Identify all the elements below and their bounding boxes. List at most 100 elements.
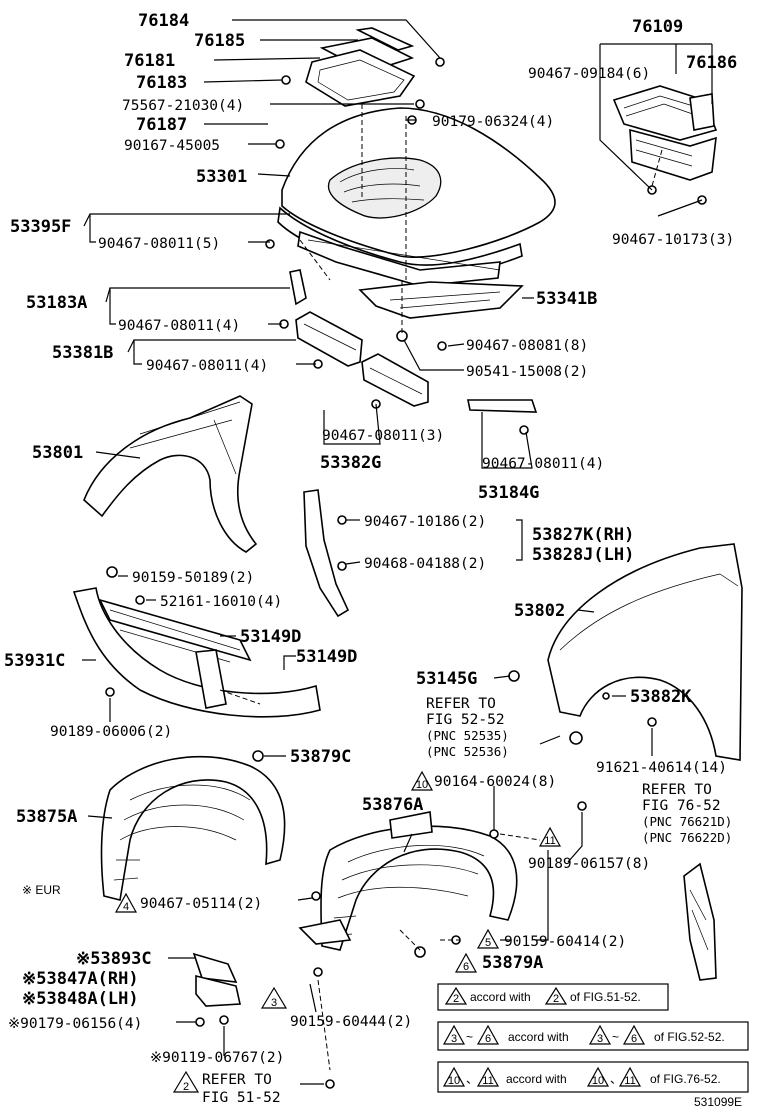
label-90467-08011-4c: 90467-08011(4) [482, 456, 604, 472]
svg-text:11: 11 [544, 835, 555, 847]
label-90159-60444: 90159-60444(2) [290, 1014, 412, 1030]
note1-accord: accord with [470, 990, 531, 1004]
note2-accord: accord with [508, 1030, 569, 1044]
label-90467-08011-5: 90467-08011(5) [98, 236, 220, 252]
label-90541: 90541-15008(2) [466, 364, 588, 380]
label-90179-06324: 90179-06324(4) [432, 114, 554, 130]
triangle-2-marker: 2 [172, 1070, 200, 1093]
svg-text:2: 2 [553, 993, 559, 1005]
label-53931c: 53931C [4, 651, 65, 671]
label-90189-06006: 90189-06006(2) [50, 724, 172, 740]
svg-text:2: 2 [183, 1081, 189, 1093]
side-seal-53827k [303, 489, 350, 618]
label-53341b: 53341B [536, 289, 597, 309]
svg-text:6: 6 [485, 1033, 491, 1045]
note3-sep2: 、 [610, 1072, 622, 1086]
label-75567: 75567-21030(4) [122, 98, 244, 114]
triangle-4-marker: 4 [114, 892, 138, 913]
note3-accord: accord with [506, 1072, 567, 1086]
label-53828j: 53828J(LH) [532, 545, 634, 565]
label-90467-10186: 90467-10186(2) [364, 514, 486, 530]
hood-front-guard [297, 230, 524, 319]
label-53801: 53801 [32, 443, 83, 463]
refer1-line3: (PNC 52535) [426, 728, 509, 743]
label-53848a: ※53848A(LH) [22, 989, 139, 1009]
label-90467-08011-4b: 90467-08011(4) [146, 358, 268, 374]
refer1-line1: REFER TO [426, 696, 496, 712]
label-53882k: 53882K [630, 687, 692, 707]
label-90164: 90164-60024(8) [434, 774, 556, 790]
bracket-53847a [192, 952, 241, 1007]
fasteners [105, 57, 707, 1089]
label-53802: 53802 [514, 601, 565, 621]
liner-53875a [100, 755, 286, 901]
label-53827k: 53827K(RH) [532, 525, 634, 545]
label-90468: 90468-04188(2) [364, 556, 486, 572]
label-53395f: 53395F [10, 217, 71, 237]
svg-text:11: 11 [482, 1075, 493, 1087]
svg-text:4: 4 [123, 901, 129, 913]
fender-right-53802 [547, 543, 743, 761]
label-90119: ※90119-06767(2) [150, 1050, 284, 1066]
note2-fig: of FIG.52-52. [654, 1030, 725, 1044]
label-76183: 76183 [136, 73, 187, 93]
svg-text:5: 5 [485, 937, 491, 949]
refer1-line4: (PNC 52536) [426, 744, 509, 759]
label-76184: 76184 [138, 11, 189, 31]
label-90467-08011-4a: 90467-08011(4) [118, 318, 240, 334]
refer3-line1: REFER TO [202, 1072, 272, 1088]
note3-fig: of FIG.76-52. [650, 1072, 721, 1086]
note3-sep: 、 [466, 1072, 478, 1086]
label-76109: 76109 [632, 17, 683, 37]
label-53301: 53301 [196, 167, 247, 187]
bumper-53931c [72, 587, 321, 718]
label-53149d-b: 53149D [296, 647, 357, 667]
strip-53382g [361, 353, 429, 407]
label-53184g: 53184G [478, 483, 539, 503]
refer2-line3: (PNC 76621D) [642, 814, 732, 829]
label-53183a: 53183A [26, 293, 87, 313]
strip-53381b [295, 311, 363, 367]
label-90467-10173: 90467-10173(3) [612, 232, 734, 248]
svg-text:10: 10 [592, 1075, 604, 1087]
refer1-line2: FIG 52-52 [426, 712, 505, 728]
triangle-markers: 10 11 4 5 6 3 2 [114, 770, 562, 1093]
triangle-11-marker: 11 [538, 826, 562, 847]
label-90467-08081: 90467-08081(8) [466, 338, 588, 354]
svg-text:10: 10 [416, 779, 428, 791]
label-53876a: 53876A [362, 795, 423, 815]
svg-text:11: 11 [624, 1075, 635, 1087]
label-76186: 76186 [686, 53, 737, 73]
label-90189-06157: 90189-06157(8) [528, 856, 650, 872]
note2-sep2: ~ [612, 1030, 619, 1044]
figure-id: 531099E [694, 1095, 742, 1109]
fender-left-53801 [83, 395, 258, 553]
label-53149d-a: 53149D [240, 627, 301, 647]
svg-text:6: 6 [631, 1033, 637, 1045]
label-52161: 52161-16010(4) [160, 594, 282, 610]
leader-lines [82, 19, 713, 1085]
note-box-fig52: 3 ~ 6 accord with 3 ~ 6 of FIG.52-52. [437, 1021, 749, 1051]
triangle-5-marker: 5 [476, 928, 500, 949]
label-76185: 76185 [194, 31, 245, 51]
label-76187: 76187 [136, 115, 187, 135]
label-90159-50189: 90159-50189(2) [132, 570, 254, 586]
note-box-fig51: 2 accord with 2 of FIG.51-52. [437, 983, 669, 1011]
label-eur: ※ EUR [22, 883, 61, 897]
svg-text:3: 3 [451, 1033, 457, 1045]
triangle-3-marker: 3 [260, 986, 288, 1009]
label-76181: 76181 [124, 51, 175, 71]
svg-text:10: 10 [448, 1075, 460, 1087]
label-53382g: 53382G [320, 453, 381, 473]
triangle-6-marker: 6 [454, 952, 478, 973]
label-53875a: 53875A [16, 807, 77, 827]
triangle-10-marker: 10 [410, 770, 434, 791]
strip-53184g [467, 399, 538, 413]
note-box-fig76: 10 、 11 accord with 10 、 11 of FIG.76-52… [437, 1061, 749, 1093]
assembly-dashes [219, 104, 663, 1071]
label-91621: 91621-40614(14) [596, 760, 727, 776]
mud-flap [683, 862, 717, 981]
bracket-53183a [289, 269, 307, 306]
liner-53876a [298, 811, 518, 951]
